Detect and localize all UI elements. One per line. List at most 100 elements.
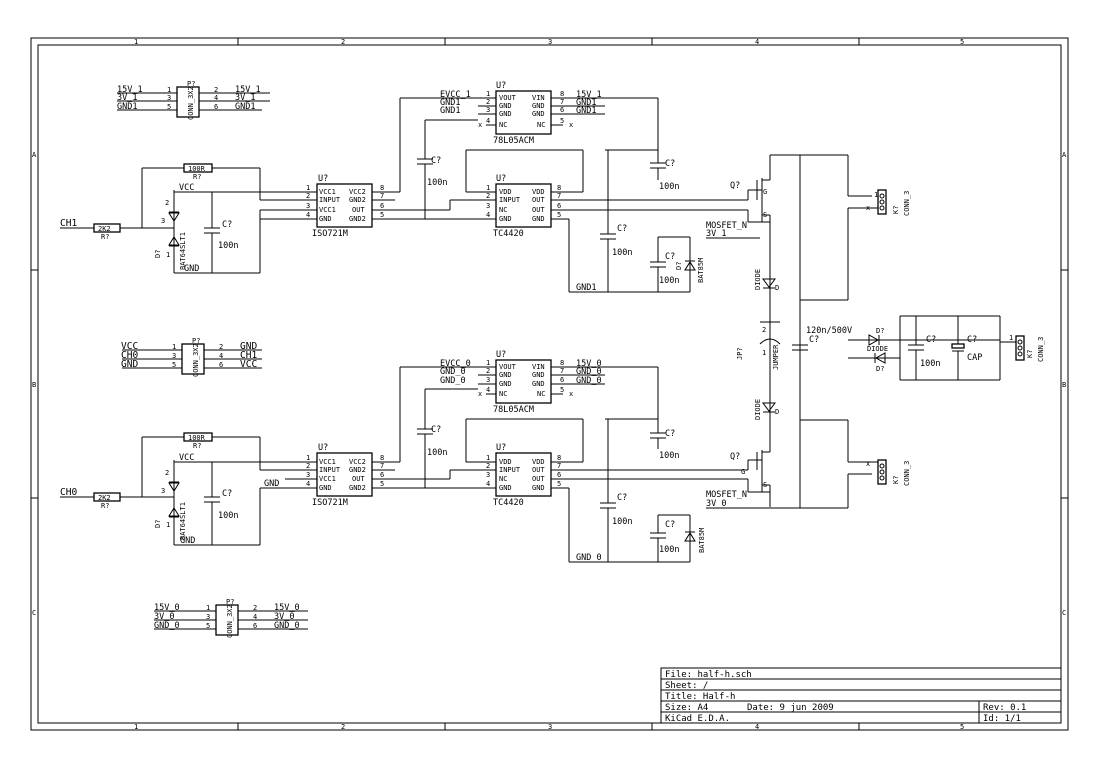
ch1-supply-net: 3V_1 (706, 229, 726, 239)
p3-net-l2: 3V_0 (154, 612, 174, 622)
ch1-diode-pin3: 3 (161, 217, 165, 225)
ch0-drv-num2: 2 (486, 462, 490, 470)
ch1-reg-net-gnd-b: GND1 (440, 106, 460, 116)
ch1-conn-x: x (866, 204, 870, 212)
ch1-reg-num3: 3 (486, 106, 490, 114)
ch0-reg-num4: 4 (486, 386, 490, 394)
ch1-reg-net-gnd-d: GND1 (576, 106, 596, 116)
p3-net-r3: GND_0 (274, 621, 300, 631)
out-cap1-value: 100n (920, 359, 940, 369)
ch0-drv-rpin7: OUT (532, 466, 545, 474)
ch1-zener-part: BAT85M (697, 258, 705, 283)
ch1-iso-lpin3: VCC1 (319, 206, 336, 214)
p2-ref: P? (192, 337, 200, 345)
jumper-part: JUMPER (772, 344, 780, 370)
ch0-drv-rpin5: GND (532, 484, 545, 492)
ch0-drv-num8: 8 (557, 454, 561, 462)
ch1-mosfet-pin-s: S (763, 211, 767, 219)
ch1-drv-num8: 8 (557, 184, 561, 192)
ch0-cap-drv-ref: C? (617, 493, 627, 503)
ch0-conn-x: x (866, 460, 870, 468)
ch0-reg-lpin1: VOUT (499, 363, 517, 371)
p3-net-l1: 15V_0 (154, 603, 180, 613)
ch0-iso-num3: 3 (306, 471, 310, 479)
ch0-reg-rpin7: GND (532, 371, 545, 379)
ch0-r-fb-value: 100R (188, 434, 206, 442)
border-col-5-bottom: 5 (960, 723, 964, 731)
ch0-reg-net-gnd-b: GND_0 (440, 376, 466, 386)
ch0-cap-iso-ref: C? (431, 425, 441, 435)
p2-net-l1: VCC (121, 341, 138, 352)
border-col-3-bottom: 3 (548, 723, 552, 731)
ch0-diode-out-part: DIODE (754, 399, 762, 420)
ch1-iso-num4: 4 (306, 211, 310, 219)
ch0-diode-out-ref: D (775, 408, 779, 416)
ch0-reg-lpin4: NC (499, 390, 507, 398)
ch0-iso-num1: 1 (306, 454, 310, 462)
p1-net-r2: 3V_1 (235, 93, 255, 103)
ch0-gnd-label-a: GND (180, 536, 195, 546)
ch0-reg-num5: 5 (560, 386, 564, 394)
ch1-gnd-net: GND1 (576, 283, 596, 293)
ch1-iso-num3: 3 (306, 202, 310, 210)
ch1-r-fb-value: 100R (188, 165, 206, 173)
ch0-supply-net: 3V_0 (706, 499, 726, 509)
ch0-iso-num5: 5 (380, 480, 384, 488)
ch1-drv-num7: 7 (557, 192, 561, 200)
ch1-reg-rpin8: VIN (532, 94, 545, 102)
jumper-ref: JP? (736, 347, 744, 360)
ch1-reg-lpin2: GND (499, 102, 512, 110)
ch1-mosfet-part: MOSFET_N (706, 221, 747, 231)
p3-ref: P? (226, 598, 234, 606)
ch1-reg-lpin4: NC (499, 121, 507, 129)
ch1-diode-ref: D? (154, 250, 162, 258)
p3-num-r1: 2 (253, 604, 257, 612)
title-block-title: Title: Half-h (665, 692, 735, 702)
ch1-reg-rpin7: GND (532, 102, 545, 110)
ch0-iso-lpin2: INPUT (319, 466, 341, 474)
ch1-reg-part: 78L05ACM (493, 136, 534, 146)
cap-hv-value: 120n/500V (806, 326, 852, 336)
ch1-diode-part: BAT64SLT1 (179, 232, 187, 270)
ch1-iso-part: ISO721M (312, 229, 348, 239)
p1-num-r1: 2 (214, 86, 218, 94)
ch1-diode-out-part: DIODE (754, 269, 762, 290)
ch1-conn-ref: K? (892, 206, 900, 214)
connector-signal: VCC CH0 GND GND CH1 VCC 1 3 5 2 4 6 P? C… (121, 337, 262, 377)
ch1-reg-net-evcc: EVCC_1 (440, 90, 471, 100)
ch1-reg-num1: 1 (486, 90, 490, 98)
out-diode-a-ref: D? (876, 327, 884, 335)
p1-num-l1: 1 (167, 86, 171, 94)
p2-part: CONN_3X2 (192, 343, 200, 377)
ch0-iso-lpin4: GND (319, 484, 332, 492)
ch1-drv-lpin4: GND (499, 215, 512, 223)
ch0-r-fb-ref: R? (193, 442, 201, 450)
ch0-reg-lpin2: GND (499, 371, 512, 379)
ch1-reg-net-gnd-c: GND1 (576, 98, 596, 108)
ch1-drv-part: TC4420 (493, 229, 524, 239)
ch1-cap-out1-value: 100n (659, 182, 679, 192)
p3-num-r3: 6 (253, 622, 257, 630)
ch0-reg-num7: 7 (560, 367, 564, 375)
p3-num-l1: 1 (206, 604, 210, 612)
cap-hv-ref: C? (809, 335, 819, 345)
p2-num-r3: 6 (219, 361, 223, 369)
ch1-reg-net-15v: 15V_1 (576, 90, 602, 100)
p1-net-l1: 15V_1 (117, 85, 143, 95)
connector-power-1: 15V_1 3V_1 GND1 15V_1 3V_1 GND1 1 3 5 2 … (117, 80, 270, 120)
ch1-drv-ref: U? (496, 174, 506, 184)
ch1-gnd-label: GND (184, 264, 199, 274)
ch0-cap-in-ref: C? (222, 489, 232, 499)
ch0-reg-lpin3: GND (499, 380, 512, 388)
border-col-2: 2 (341, 38, 345, 46)
border-row-a-right: A (1062, 151, 1067, 159)
ch1-reg-lpin1: VOUT (499, 94, 517, 102)
ch0-gnd-net: GND_0 (576, 553, 602, 563)
ch1-cap-in-ref: C? (222, 220, 232, 230)
ch0-mosfet-ref: Q? (730, 452, 740, 462)
ch0-iso-rpin8: VCC2 (349, 458, 366, 466)
ch0-iso-num8: 8 (380, 454, 384, 462)
ch1-drv-num3: 3 (486, 202, 490, 210)
ch0-gnd-label-b: GND (264, 479, 279, 489)
p1-net-r1: 15V_1 (235, 85, 261, 95)
